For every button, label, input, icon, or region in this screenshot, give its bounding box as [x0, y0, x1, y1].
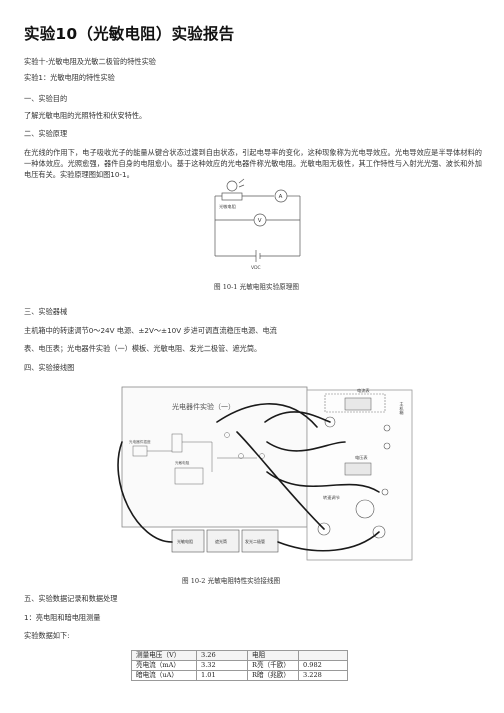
table-cell: 暗电流（uA）	[131, 670, 197, 681]
section-principle-heading: 二、实验原理	[24, 129, 68, 138]
report-title: 实验10（光敏电阻）实验报告	[24, 25, 235, 43]
experiment-subtitle: 实验十-光敏电阻及光敏二极管的特性实验	[24, 57, 156, 66]
table-row: 亮电流（mA） 3.32 R亮（千欧） 0.982	[131, 660, 348, 671]
section-data-heading: 五、实验数据记录和数据处理	[24, 594, 118, 603]
ammeter-label: A	[279, 194, 283, 200]
experiment-1-heading: 实验1：光敏电阻的特性实验	[24, 73, 115, 82]
section-equipment-heading: 三、实验器械	[24, 307, 68, 316]
table-cell: 0.982	[298, 660, 348, 671]
box3-label: 发光二极管	[245, 538, 265, 544]
table-cell: R亮（千欧）	[247, 660, 299, 671]
template-panel	[121, 386, 308, 528]
fig1-resistor-label: 光敏电阻	[219, 203, 237, 210]
table-cell: 3.26	[196, 650, 248, 661]
knob-icon	[324, 416, 336, 428]
section-purpose-heading: 一、实验目的	[24, 94, 68, 103]
data-intro-text: 实验数据如下:	[24, 631, 70, 640]
figure-1-caption: 图 10-1 光敏电阻实验原理图	[214, 283, 299, 291]
box1-label: 光敏电阻	[177, 538, 193, 544]
led-box	[241, 529, 279, 553]
photoresistor-box	[171, 529, 205, 553]
light-source-icon	[226, 180, 238, 192]
data-table: 测量电压（V） 3.26 电阻 亮电流（mA） 3.32 R亮（千欧） 0.98…	[131, 650, 348, 681]
table-cell: 1.01	[196, 670, 248, 681]
shade-tube-box	[206, 529, 240, 553]
template-title: 光电器件实验（一）	[172, 402, 235, 411]
speed-control-label: 转速调节	[323, 494, 340, 501]
wiring-diagram: 光电器件实验（一） 光电器件插座 光敏电阻 电流表 电压表 转速调节 主机箱	[117, 386, 413, 561]
purpose-text: 了解光敏电阻的光照特性和伏安特性。	[24, 111, 147, 120]
table-cell	[298, 650, 348, 661]
table-row: 测量电压（V） 3.26 电阻	[131, 650, 348, 661]
table-cell: R暗（兆欧）	[247, 670, 299, 681]
speed-knob-icon	[355, 499, 375, 519]
voltmeter-label: V	[258, 218, 262, 224]
figure-2-caption: 图 10-2 光敏电阻特性实验接线图	[182, 577, 281, 585]
principle-text: 在光线的作用下，电子吸收光子的能量从键合状态过渡到自由状态，引起电导率的变化，这…	[24, 148, 482, 179]
table-row: 暗电流（uA） 1.01 R暗（兆欧） 3.228	[131, 670, 348, 681]
equipment-line-2: 表、电压表；光电器件实验（一）模板、光敏电阻、发光二极管、遮光筒。	[24, 344, 262, 353]
table-cell: 亮电流（mA）	[131, 660, 197, 671]
box2-label: 遮光筒	[215, 538, 227, 544]
equipment-line-1: 主机箱中的转速调节0～24V 电源、±2V～±10V 步进可调直流稳压电源、电流	[24, 326, 277, 335]
ammeter-panel-label: 电流表	[357, 387, 370, 394]
vdc-label: VDC	[251, 265, 261, 271]
host-label: 主机箱	[399, 401, 405, 416]
table-cell: 电阻	[247, 650, 299, 661]
photoresistor-symbol	[221, 192, 243, 201]
subsection-resistance-heading: 1：亮电阻和暗电阻测量	[24, 613, 101, 622]
section-wiring-heading: 四、实验接线图	[24, 363, 75, 372]
wires	[117, 403, 380, 552]
table-cell: 3.228	[298, 670, 348, 681]
table-cell: 3.32	[196, 660, 248, 671]
led-socket-label: 光电器件插座	[129, 439, 151, 444]
voltmeter-panel-label: 电压表	[355, 454, 368, 461]
fig2-resistor-label: 光敏电阻	[175, 460, 190, 465]
table-cell: 测量电压（V）	[131, 650, 197, 661]
circuit-diagram: 光敏电阻 A V VDC	[214, 178, 301, 271]
device-row: 光敏电阻 遮光筒 发光二极管	[171, 529, 279, 553]
